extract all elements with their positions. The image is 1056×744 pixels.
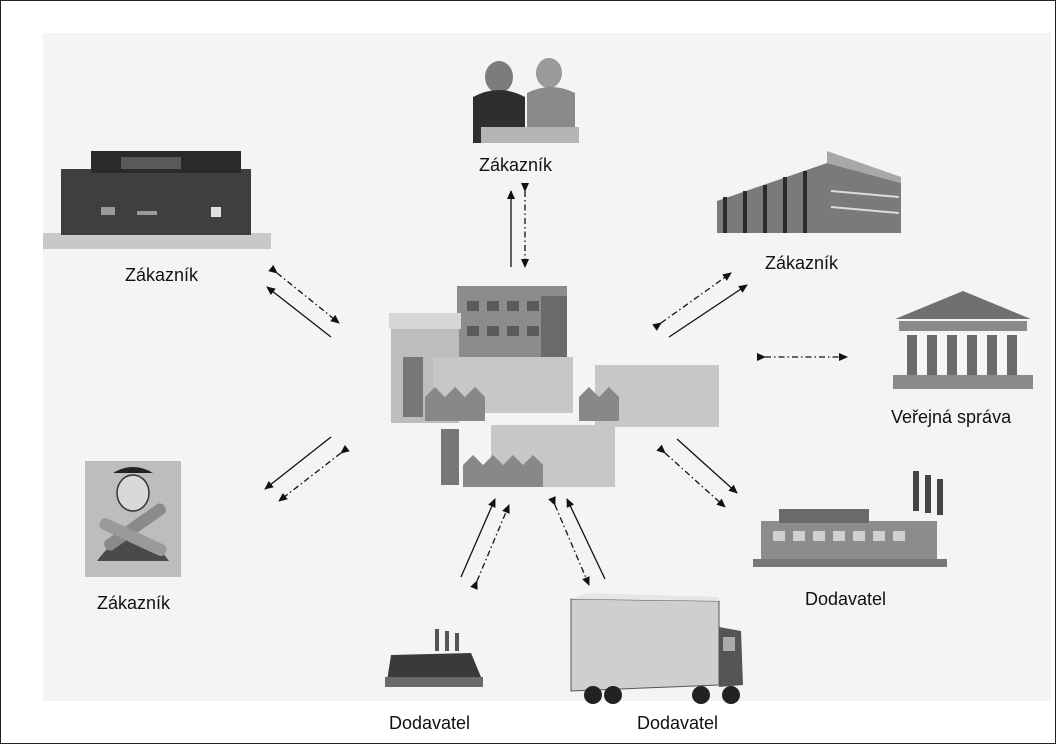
label-customer-right-top: Zákazník bbox=[765, 253, 839, 273]
label-customer-left-top: Zákazník bbox=[125, 265, 199, 285]
label-customer-top: Zákazník bbox=[479, 155, 553, 175]
arrow-dashdot-supplier-truck bbox=[548, 496, 590, 586]
label-customer-left-bottom: Zákazník bbox=[97, 593, 171, 613]
arrow-dashdot-supplier-bottom-left bbox=[470, 504, 510, 590]
arrow-dashdot-bottom-left bbox=[278, 444, 350, 502]
label-supplier-bottom-right: Dodavatel bbox=[637, 713, 719, 733]
arrow-solid-bottom-right bbox=[676, 438, 738, 494]
factory-icon bbox=[753, 471, 947, 567]
label-supplier-bottom-left: Dodavatel bbox=[389, 713, 471, 733]
truck-icon bbox=[570, 593, 743, 704]
arrow-dashdot-bottom-right bbox=[656, 444, 726, 508]
flow-arrows bbox=[264, 183, 848, 590]
arrow-dashdot-top-right bbox=[652, 272, 732, 331]
industrial-plant-icon bbox=[385, 629, 483, 687]
arrow-dashdot-top-left bbox=[268, 264, 340, 324]
worker-with-pipes-icon bbox=[85, 461, 181, 577]
arrow-solid-supplier-bottom-left bbox=[460, 498, 496, 578]
arrow-solid-top-right bbox=[668, 284, 748, 338]
office-building-icon bbox=[717, 151, 901, 233]
machine-icon bbox=[43, 151, 271, 249]
people-icon bbox=[473, 58, 579, 143]
enterprise-buildings-icon bbox=[389, 286, 719, 487]
label-supplier-right: Dodavatel bbox=[805, 589, 887, 609]
arrow-solid-top-left bbox=[266, 286, 332, 338]
arrow-solid-supplier-truck bbox=[566, 498, 606, 580]
label-public-admin: Veřejná správa bbox=[891, 407, 1012, 427]
government-building-icon bbox=[893, 291, 1033, 389]
arrow-solid-bottom-left bbox=[264, 436, 332, 490]
